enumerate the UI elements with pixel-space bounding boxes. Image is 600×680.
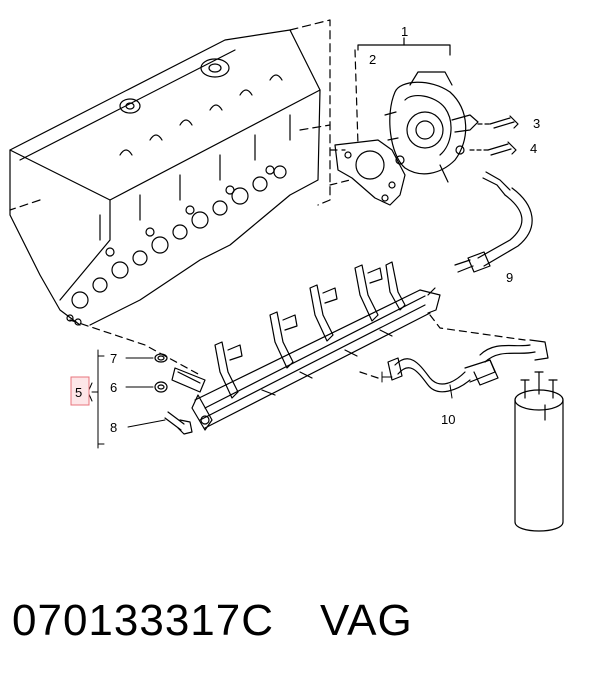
injector-line-rail [171, 261, 441, 431]
callout-9: 9 [506, 270, 513, 285]
callout-3: 3 [533, 116, 540, 131]
callout-7: 7 [110, 351, 117, 366]
engine-cylinder-head [9, 19, 331, 326]
callout-5-highlight [70, 376, 90, 406]
fuel-pipe-10 [381, 339, 549, 399]
callout-5: 5 [75, 385, 82, 400]
vacuum-hose-9 [454, 171, 533, 273]
part-number: 070133317C [12, 596, 275, 645]
callout-1: 1 [401, 24, 408, 39]
brand-name: VAG [320, 596, 413, 645]
seal-ring-7 [154, 353, 168, 363]
fuel-filter-canister [514, 371, 564, 532]
vacuum-pump-assembly [329, 37, 519, 206]
part-caption: 070133317C VAG [12, 596, 413, 646]
callout-4: 4 [530, 141, 537, 156]
callout-8: 8 [110, 420, 117, 435]
gasket-2 [334, 139, 406, 206]
callout-2: 2 [369, 52, 376, 67]
parts-diagram: 1 2 3 4 5 6 7 8 9 10 [9, 19, 564, 532]
callout-6: 6 [110, 380, 117, 395]
bolt-4 [487, 141, 517, 156]
banjo-bolt-8 [127, 411, 193, 435]
callout-10: 10 [441, 412, 455, 427]
washer-6 [154, 381, 168, 393]
bolt-3 [489, 115, 519, 129]
